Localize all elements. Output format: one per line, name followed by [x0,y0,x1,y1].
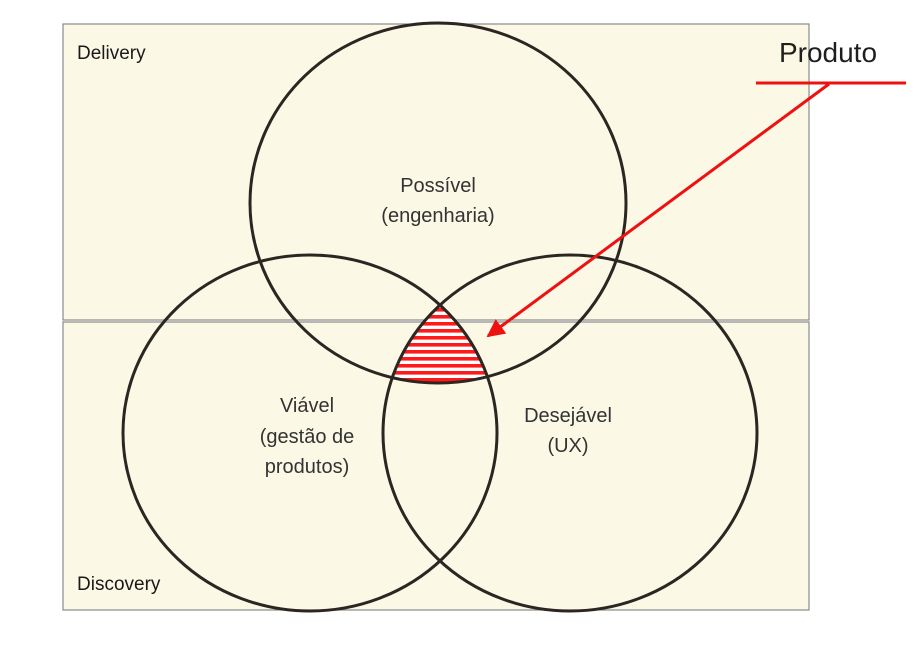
product-arrow [486,82,830,338]
circle-desejavel [381,253,759,613]
possivel-label-line2: (engenharia) [381,205,494,227]
delivery-label: Delivery [77,43,146,64]
desejavel-label-line1: Desejável [524,405,612,427]
viavel-label-line2: (gestão de [260,426,355,448]
viavel-label-line1: Viável [280,395,334,417]
circle-viavel [121,253,499,613]
desejavel-label-line2: (UX) [547,435,588,457]
viavel-label-line3: produtos) [265,456,350,478]
possivel-label-line1: Possível [400,175,476,197]
discovery-label: Discovery [77,574,161,595]
circle-possivel [248,21,628,385]
product-label: Produto [779,37,877,68]
delivery-zone [62,23,810,321]
